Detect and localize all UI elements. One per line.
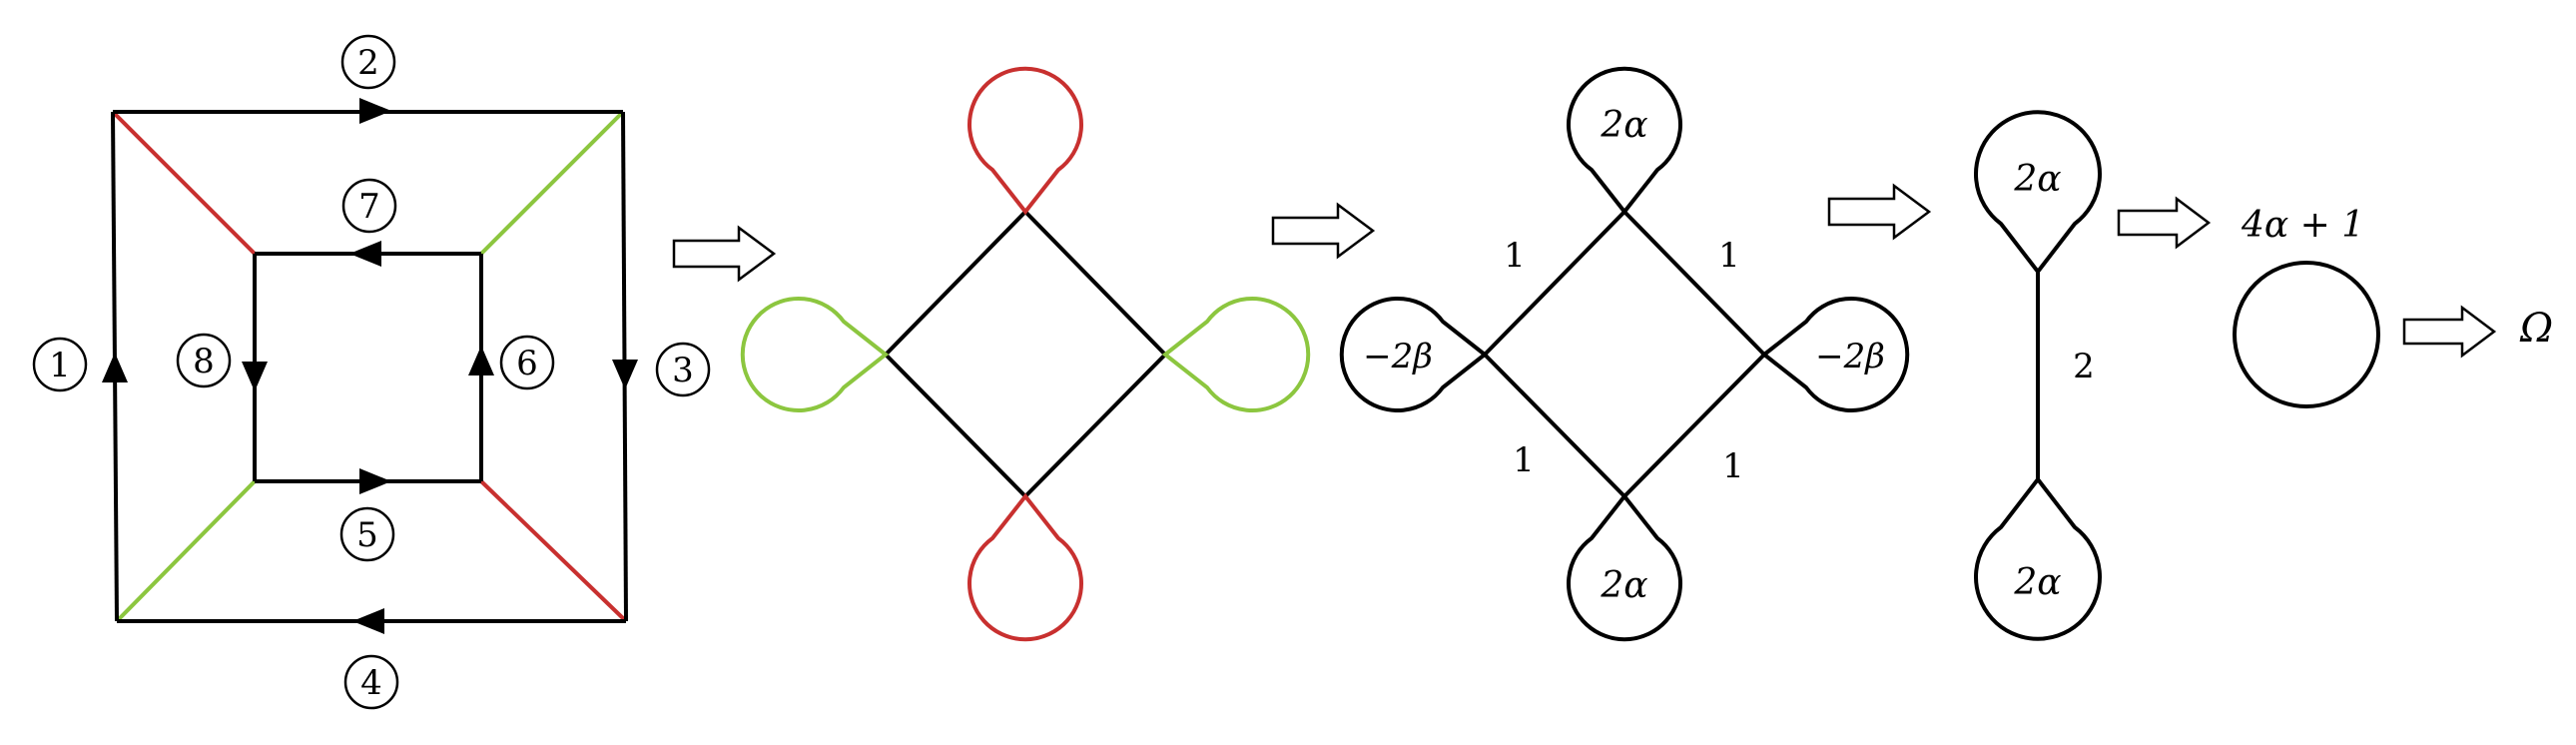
arrowhead-down-right — [612, 360, 638, 389]
diamond-edges — [883, 209, 1168, 499]
edge-label-4: 4 — [343, 654, 399, 710]
diagonal-bottom-left — [115, 479, 257, 623]
circle-weight: 4α + 1 — [2241, 205, 2364, 246]
arrowhead-right-inner-bottom — [359, 468, 391, 494]
arrowhead-up-left — [102, 353, 128, 382]
diagonal-bottom-right — [479, 479, 628, 623]
edge-weight-top-left: 1 — [1504, 236, 1526, 276]
loop-left — [1339, 297, 1489, 412]
diagonal-top-left — [111, 110, 257, 256]
edge-weight-bottom-left: 1 — [1513, 440, 1535, 480]
loop-bottom-red — [967, 492, 1083, 642]
loop-bottom-weight: 2α — [1600, 565, 1647, 606]
result-omega: Ω — [2519, 306, 2553, 352]
edge-label-7: 7 — [341, 178, 397, 234]
dumbbell-edge-weight: 2 — [2073, 347, 2095, 386]
reduction-arrow-1 — [672, 225, 777, 283]
dumbbell-bottom-weight: 2α — [2013, 562, 2061, 603]
svg-text:2: 2 — [357, 43, 379, 83]
loop-left-weight: −2β — [1363, 337, 1433, 376]
loop-right-green — [1161, 297, 1311, 412]
edge-label-8: 8 — [176, 333, 232, 388]
arrowhead-down-inner-left — [242, 362, 268, 391]
edge-label-6: 6 — [499, 335, 555, 390]
loop-right — [1760, 297, 1910, 412]
weighted-diamond: 2α 2α −2β −2β 1 1 1 1 — [1339, 66, 1910, 642]
edge-weight-bottom-right: 1 — [1722, 446, 1744, 486]
svg-text:7: 7 — [358, 187, 380, 227]
loop-top-red — [967, 66, 1083, 216]
reduction-arrow-2 — [1271, 202, 1376, 260]
loop-right-weight: −2β — [1815, 337, 1885, 376]
edge-weight-top-right: 1 — [1718, 236, 1740, 276]
dumbbell-graph: 2α 2α 2 — [1974, 110, 2102, 641]
reduction-arrow-5 — [2402, 305, 2497, 359]
dumbbell-loop-top — [1974, 110, 2102, 276]
dumbbell-loop-bottom — [1974, 475, 2102, 641]
arrowhead-left-inner-top — [349, 241, 381, 267]
svg-text:1: 1 — [49, 346, 71, 385]
diamond-colored-loops — [740, 66, 1311, 642]
square-graph: 1 2 3 4 5 6 7 8 — [32, 34, 711, 710]
svg-text:5: 5 — [356, 515, 378, 555]
svg-text:6: 6 — [516, 344, 538, 383]
edge-label-2: 2 — [340, 34, 396, 90]
svg-text:8: 8 — [193, 342, 215, 381]
edge-label-1: 1 — [32, 337, 88, 392]
arrowhead-left-bottom — [352, 608, 384, 634]
arrowhead-right-top — [359, 98, 391, 124]
diagonal-top-right — [479, 110, 625, 256]
dumbbell-top-weight: 2α — [2013, 159, 2061, 200]
single-loop-graph: 4α + 1 — [2233, 205, 2380, 408]
loop-left-green — [740, 297, 890, 412]
reduction-arrow-3 — [1827, 183, 1932, 241]
svg-text:4: 4 — [360, 663, 382, 703]
edge-label-5: 5 — [339, 506, 395, 562]
reduction-arrow-4 — [2117, 196, 2212, 250]
loop-top — [1567, 66, 1682, 216]
loop-bottom — [1567, 492, 1682, 642]
loop-top-weight: 2α — [1600, 105, 1647, 146]
edge-label-3: 3 — [655, 342, 711, 397]
single-loop — [2233, 261, 2380, 408]
svg-text:3: 3 — [672, 351, 694, 390]
arrowhead-up-inner-right — [468, 346, 494, 375]
